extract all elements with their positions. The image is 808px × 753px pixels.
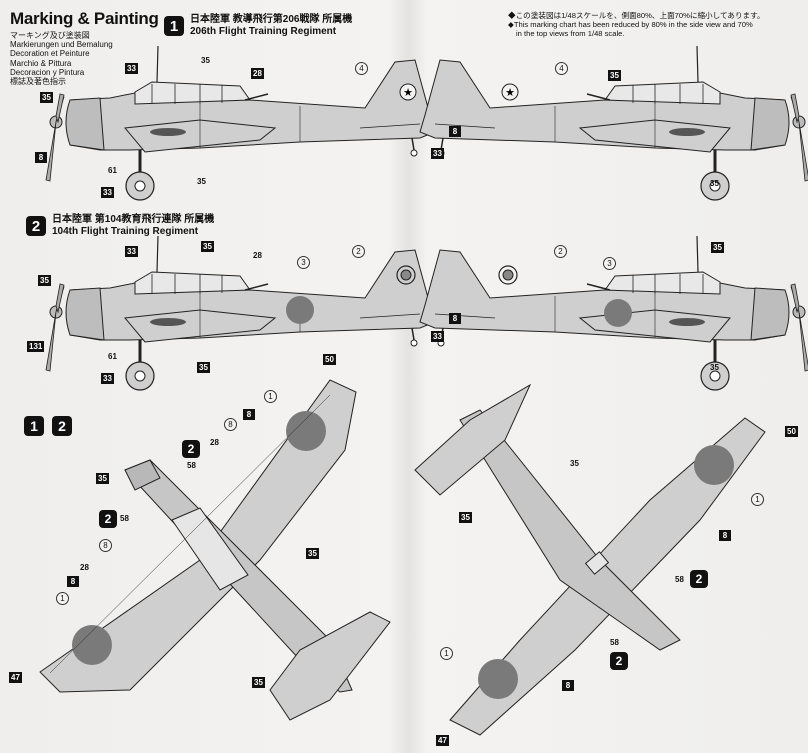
callout: 35 <box>38 275 51 286</box>
callout: 58 <box>610 638 619 647</box>
callout-circle: 8 <box>99 539 112 552</box>
callout: 35 <box>96 473 109 484</box>
scale-note-line: ◆This marking chart has been reduced by … <box>508 20 753 29</box>
scheme-1-left-side-view: ★ <box>44 44 437 202</box>
scheme-1-right-side-view: ★ <box>418 44 808 202</box>
language-label: Marchio & Pittura <box>10 58 72 68</box>
callout: 131 <box>27 341 45 352</box>
language-label: 標誌及著色指示 <box>10 77 66 87</box>
callout: 35 <box>710 179 719 188</box>
page-title: Marking & Painting <box>10 9 159 28</box>
scheme-badge: 2 <box>52 416 72 436</box>
scheme-2-left-side-view <box>44 234 437 392</box>
callout-circle: 3 <box>603 257 616 270</box>
callout-circle: 4 <box>355 62 368 75</box>
top-view-lower-surface <box>414 383 766 736</box>
callout: 35 <box>197 362 210 373</box>
callout: 58 <box>675 575 684 584</box>
callout: 35 <box>710 363 719 372</box>
callout: 35 <box>252 677 265 688</box>
callout: 33 <box>431 331 444 342</box>
scheme-badge: 2 <box>690 570 708 588</box>
scheme-2-right-side-view <box>418 234 808 392</box>
scheme-2-heading: 2 日本陸軍 第104教育飛行連隊 所属機 104th Flight Train… <box>26 214 214 238</box>
callout: 50 <box>785 426 798 437</box>
callout: 8 <box>35 152 47 163</box>
callout: 28 <box>251 68 264 79</box>
callout-circle: 1 <box>440 647 453 660</box>
callout: 28 <box>80 563 89 572</box>
callout-circle: 1 <box>751 493 764 506</box>
scheme-jp-label: 日本陸軍 教導飛行第206戦隊 所属機 <box>190 14 353 25</box>
scale-note-line: ◆この塗装図は1/48スケールを、側面80%、上面70%に縮小してあります。 <box>508 11 765 20</box>
svg-text:★: ★ <box>505 86 515 99</box>
top-view-upper-surface <box>39 379 391 721</box>
callout: 8 <box>243 409 255 420</box>
callout: 8 <box>67 576 79 587</box>
language-label: Markierungen und Bemalung <box>10 40 113 50</box>
scheme-badge: 2 <box>182 440 200 458</box>
scheme-jp-label: 日本陸軍 第104教育飛行連隊 所属機 <box>52 214 215 225</box>
callout-circle: 8 <box>224 418 237 431</box>
language-label: Decoration et Peinture <box>10 49 90 59</box>
scheme-1-heading: 1 日本陸軍 教導飛行第206戦隊 所属機 206th Flight Train… <box>164 14 352 38</box>
language-label: Decoracion y Pintura <box>10 67 85 77</box>
callout: 33 <box>125 246 138 257</box>
callout: 61 <box>108 166 117 175</box>
callout: 33 <box>101 373 114 384</box>
scheme-badge: 2 <box>26 216 46 236</box>
callout: 58 <box>120 514 129 523</box>
scheme-badge: 1 <box>24 416 44 436</box>
callout: 61 <box>108 352 117 361</box>
callout: 33 <box>101 187 114 198</box>
callout: 33 <box>125 63 138 74</box>
scheme-badge: 1 <box>164 16 184 36</box>
callout: 8 <box>719 530 731 541</box>
callout: 8 <box>449 313 461 324</box>
callout: 47 <box>436 735 449 746</box>
callout: 35 <box>711 242 724 253</box>
language-list: マーキング及び塗装図 Markierungen und Bemalung Dec… <box>10 31 113 86</box>
callout: 33 <box>431 148 444 159</box>
svg-text:★: ★ <box>403 86 413 99</box>
callout: 58 <box>187 461 196 470</box>
callout: 28 <box>253 251 262 260</box>
callout: 8 <box>562 680 574 691</box>
callout: 35 <box>306 548 319 559</box>
callout: 8 <box>449 126 461 137</box>
scheme-badge: 2 <box>99 510 117 528</box>
callout-circle: 1 <box>264 390 277 403</box>
scheme-en-label: 206th Flight Training Regiment <box>190 26 337 37</box>
callout: 50 <box>323 354 336 365</box>
callout: 35 <box>201 241 214 252</box>
callout: 35 <box>608 70 621 81</box>
callout: 35 <box>201 56 210 65</box>
callout: 28 <box>210 438 219 447</box>
scale-note: ◆この塗装図は1/48スケールを、側面80%、上面70%に縮小してあります。 ◆… <box>508 11 800 38</box>
scheme-badge: 2 <box>610 652 628 670</box>
callout: 35 <box>570 459 579 468</box>
scheme-en-label: 104th Flight Training Regiment <box>52 226 199 237</box>
callout-circle: 2 <box>352 245 365 258</box>
scale-note-line: in the top views from 1/48 scale. <box>516 29 625 38</box>
callout-circle: 3 <box>297 256 310 269</box>
callout-circle: 2 <box>554 245 567 258</box>
callout-circle: 4 <box>555 62 568 75</box>
language-label: マーキング及び塗装図 <box>10 31 90 40</box>
callout: 35 <box>459 512 472 523</box>
callout: 35 <box>197 177 206 186</box>
callout: 35 <box>40 92 53 103</box>
callout-circle: 1 <box>56 592 69 605</box>
callout: 47 <box>9 672 22 683</box>
